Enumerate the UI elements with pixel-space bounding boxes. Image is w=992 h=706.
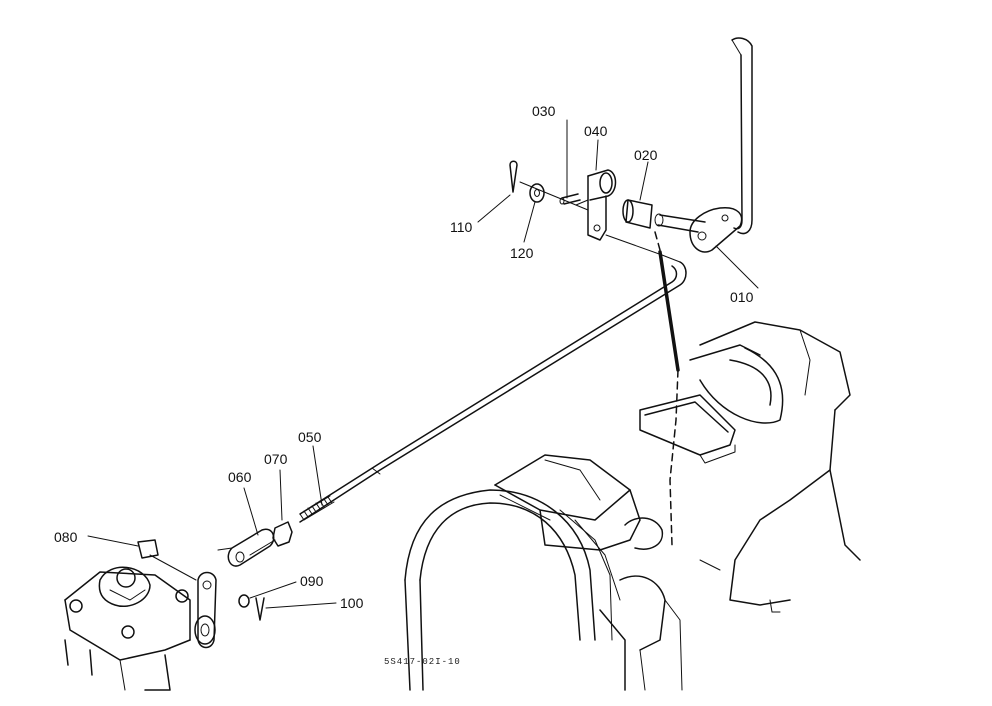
governor-link [654,231,680,546]
leader-lines [87,119,759,609]
part-label-120: 120 [510,245,534,261]
leader-050 [312,445,323,506]
part-label-030: 030 [532,103,556,119]
part-label-070: 070 [264,451,288,467]
leader-070 [279,469,283,521]
part-label-060: 060 [228,469,252,485]
part-label-040: 040 [584,123,608,139]
leader-080 [87,535,139,547]
leader-020 [639,161,649,201]
engine-housing [404,321,861,691]
part-label-020: 020 [634,147,658,163]
upper-linkage [509,37,753,263]
leader-040 [595,139,599,171]
part-label-010: 010 [730,289,754,305]
part-labels: 030 040 020 010 110 120 050 070 060 080 … [54,103,754,667]
part-label-110: 110 [450,219,473,235]
part-label-080: 080 [54,529,78,545]
leader-120 [523,201,536,243]
leader-060 [243,487,259,536]
part-label-050: 050 [298,429,322,445]
leader-110 [477,194,511,223]
leader-010 [715,245,759,289]
leader-100 [265,602,337,609]
part-label-090: 090 [300,573,324,589]
lower-clevis [64,521,293,691]
control-rod [299,261,687,523]
drawing-code: 5S417-02I-10 [384,657,461,667]
leader-090 [249,581,297,599]
part-label-100: 100 [340,595,364,611]
